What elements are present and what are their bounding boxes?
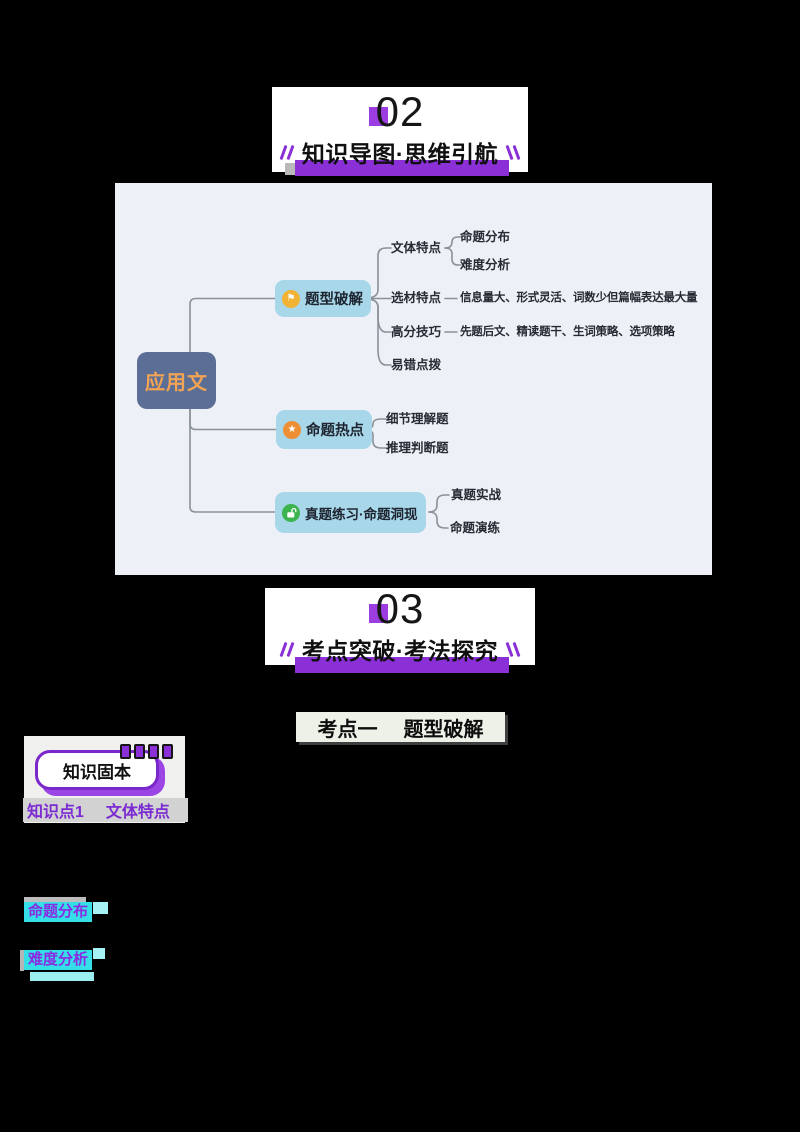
knowledge-badge-label: 知识固本 bbox=[63, 762, 131, 782]
section-02-title-row: 知识导图·思维引航 bbox=[279, 135, 521, 176]
knowledge-point-label: 知识点1 bbox=[27, 804, 84, 821]
right-slashes-icon bbox=[505, 641, 521, 657]
section-02-title: 知识导图·思维引航 bbox=[284, 135, 510, 176]
mindmap-detail-gaofen: 先题后文、精读题干、生词策略、选项策略 bbox=[460, 326, 675, 338]
kaodian-title: 题型破解 bbox=[403, 718, 484, 741]
mindmap-label-nandu-fenxi: 难度分析 bbox=[460, 258, 511, 272]
left-slashes-icon bbox=[279, 144, 295, 160]
flag-icon: ⚑ bbox=[282, 289, 300, 308]
highlight-mingti-fenbu: 命题分布 bbox=[24, 897, 134, 927]
mindmap-root-node: 应用文 bbox=[137, 352, 216, 409]
mindmap-label-wenti-tedian: 文体特点 bbox=[391, 241, 442, 255]
mindmap-branch-zhentilianxi: 真题练习·命题洞现 bbox=[275, 492, 426, 533]
section-title-text: 考点突破·考法探究 bbox=[301, 638, 499, 664]
knowledge-badge: 知识固本 bbox=[35, 744, 173, 790]
mindmap-connectors bbox=[189, 236, 462, 529]
mindmap-branch-tixingpojie: ⚑ 题型破解 bbox=[275, 280, 371, 317]
branch-label: 命题热点 bbox=[306, 423, 364, 439]
badge-clips-icon bbox=[120, 744, 173, 759]
mindmap-label-mingti-fenbu: 命题分布 bbox=[460, 230, 511, 244]
root-node-label: 应用文 bbox=[145, 372, 208, 394]
highlight-gray-bar bbox=[24, 897, 86, 903]
section-title-text: 知识导图·思维引航 bbox=[301, 141, 499, 167]
mindmap-label-yicuo-dianbo: 易错点拨 bbox=[391, 358, 442, 372]
knowledge-point-strip: 知识点1 文体特点 bbox=[23, 798, 188, 822]
section-02-number: 02 bbox=[368, 88, 425, 135]
highlight-text: 命题分布 bbox=[24, 902, 93, 922]
clip-icon bbox=[120, 744, 131, 759]
highlight-nandu-fenxi: 难度分析 bbox=[20, 948, 130, 983]
section-number-text: 02 bbox=[375, 88, 425, 135]
mindmap-label-gaofen-jiqiao: 高分技巧 bbox=[391, 325, 442, 339]
highlight-gray-bar bbox=[20, 950, 24, 971]
section-03-panel: 03 考点突破·考法探究 bbox=[265, 585, 535, 673]
branch-label: 真题练习·命题洞现 bbox=[305, 506, 418, 522]
mindmap-branch-mingtiredian: ★ 命题热点 bbox=[276, 410, 372, 449]
kaodian-header-bar: 考点一 题型破解 bbox=[296, 712, 505, 742]
highlight-tab bbox=[93, 948, 105, 959]
left-slashes-icon bbox=[279, 641, 295, 657]
mindmap-panel: 应用文 ⚑ 题型破解 ★ 命题热点 真题练习·命题洞现 文体特点 命题分布 难度… bbox=[115, 183, 712, 575]
mindmap-label-xijie-lijie: 细节理解题 bbox=[386, 412, 449, 426]
clip-icon bbox=[134, 744, 145, 759]
branch-label: 题型破解 bbox=[305, 292, 363, 308]
highlight-text: 难度分析 bbox=[24, 950, 93, 970]
mindmap-detail-xuancai: 信息量大、形式灵活、词数少但篇幅表达最大量 bbox=[460, 292, 698, 304]
lock-icon bbox=[282, 503, 300, 522]
section-02-panel: 02 知识导图·思维引航 bbox=[272, 87, 528, 176]
slash-icon bbox=[512, 641, 521, 657]
kaodian-label: 考点一 bbox=[317, 718, 378, 741]
star-icon: ★ bbox=[283, 420, 301, 439]
highlight-tab bbox=[93, 902, 108, 914]
knowledge-block: 知识固本 知识点1 文体特点 bbox=[23, 736, 188, 823]
mindmap-label-zhenti-shizhan: 真题实战 bbox=[451, 488, 502, 502]
slash-icon bbox=[286, 144, 295, 160]
clip-icon bbox=[162, 744, 173, 759]
slash-icon bbox=[512, 144, 521, 160]
right-slashes-icon bbox=[505, 144, 521, 160]
highlight-underbar bbox=[30, 972, 94, 981]
section-03-number: 03 bbox=[368, 585, 425, 632]
mindmap-label-xuancai-tedian: 选材特点 bbox=[391, 291, 442, 305]
section-03-title: 考点突破·考法探究 bbox=[294, 632, 510, 673]
knowledge-point-title: 文体特点 bbox=[105, 804, 170, 821]
slash-icon bbox=[286, 641, 295, 657]
mindmap-label-mingti-yanlian: 命题演练 bbox=[450, 521, 501, 535]
title-gray-square bbox=[284, 163, 295, 175]
section-03-title-row: 考点突破·考法探究 bbox=[279, 632, 521, 673]
section-number-text: 03 bbox=[375, 585, 425, 632]
lock-glyph bbox=[287, 507, 297, 517]
mindmap-label-tuili-panduan: 推理判断题 bbox=[386, 441, 449, 455]
clip-icon bbox=[148, 744, 159, 759]
